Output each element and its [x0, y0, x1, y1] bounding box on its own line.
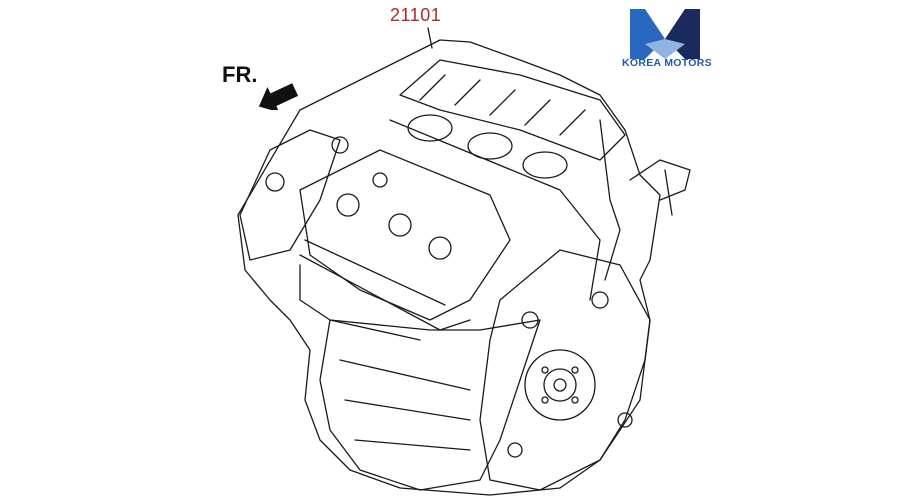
brand-name: KOREA MOTORS — [622, 57, 712, 69]
intake-manifold — [399, 59, 626, 161]
engine-block — [319, 319, 541, 491]
front-direction-label: FR. — [222, 62, 258, 87]
valve-cover — [299, 149, 511, 321]
flywheel-housing — [479, 249, 651, 491]
front-direction-arrow-icon — [258, 83, 299, 110]
part-number-label: 21101 — [390, 5, 442, 25]
engine-outline — [237, 39, 661, 496]
km-logo-icon — [630, 9, 700, 59]
crankshaft-flange-icon — [524, 349, 596, 421]
